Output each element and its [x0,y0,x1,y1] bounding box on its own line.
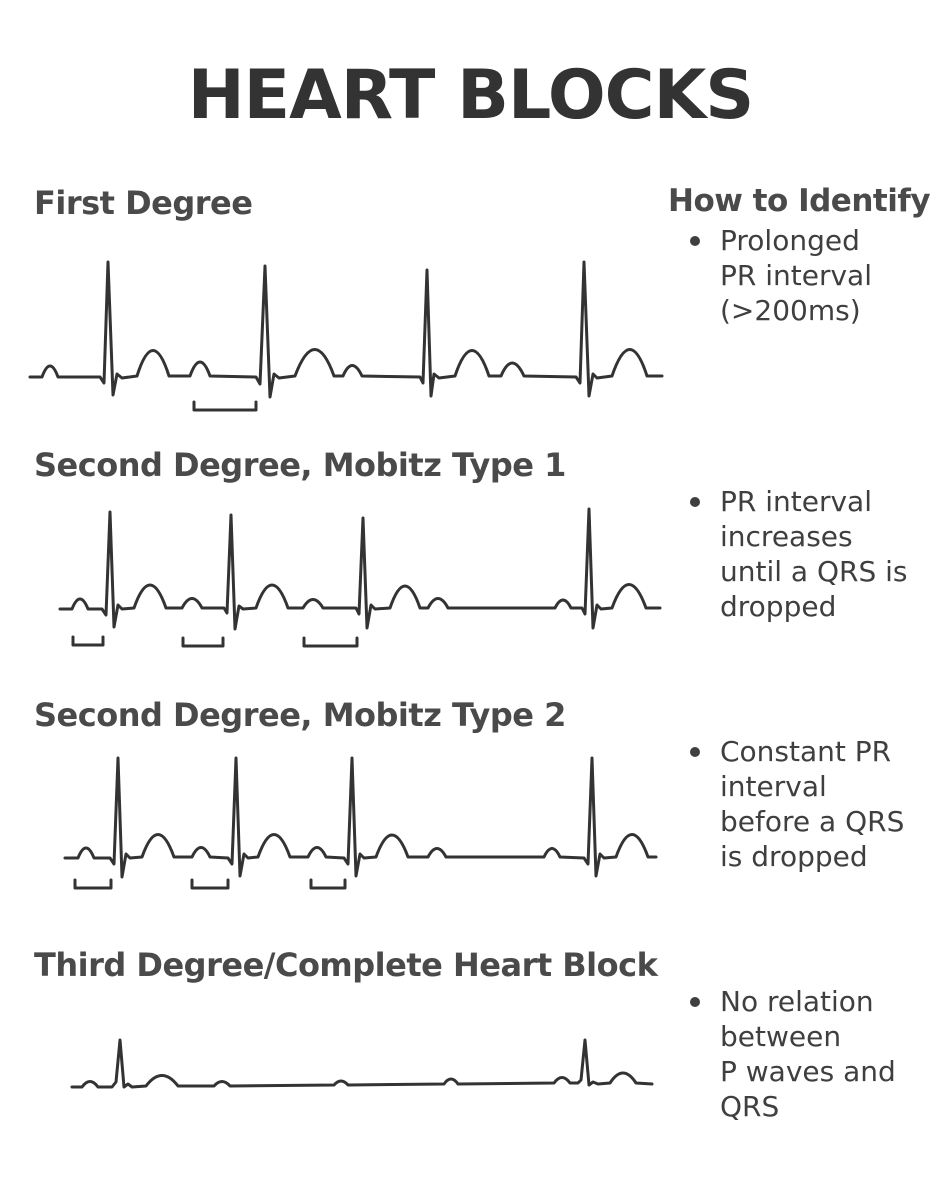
first-degree-heading: First Degree [34,184,253,222]
mobitz-type-2-identify: Constant PR interval before a QRS is dro… [690,734,930,874]
pr-interval-bracket [73,878,113,890]
how-to-identify-heading: How to Identify [668,183,931,219]
bullet-dot [690,497,700,507]
pr-interval-bracket [302,636,359,648]
first-degree-identify-text: Prolonged PR interval (>200ms) [720,224,872,327]
ecg-strip-third-degree [70,1038,654,1089]
pr-interval-bracket [181,636,225,648]
mobitz-type-2-heading: Second Degree, Mobitz Type 2 [34,696,566,734]
mobitz-type-2-identify-text: Constant PR interval before a QRS is dro… [720,735,905,873]
third-degree-identify: No relation between P waves and QRS [690,984,930,1124]
ecg-strip-mobitz-type-1 [58,507,662,631]
pr-interval-bracket [190,878,230,890]
mobitz-type-1-identify: PR interval increases until a QRS is dro… [690,484,930,624]
pr-interval-bracket [309,878,347,890]
third-degree-identify-text: No relation between P waves and QRS [720,985,896,1123]
bullet-dot [690,747,700,757]
first-degree-identify: Prolonged PR interval (>200ms) [690,223,930,328]
page-title: HEART BLOCKS [187,56,754,135]
pr-interval-bracket [71,635,105,647]
mobitz-type-1-heading: Second Degree, Mobitz Type 1 [34,446,566,484]
ecg-strip-first-degree [28,260,664,399]
pr-interval-bracket [192,400,258,412]
bullet-dot [690,236,700,246]
mobitz-type-1-identify-text: PR interval increases until a QRS is dro… [720,485,908,623]
ecg-strip-mobitz-type-2 [63,756,658,879]
bullet-dot [690,997,700,1007]
third-degree-heading: Third Degree/Complete Heart Block [34,946,658,984]
